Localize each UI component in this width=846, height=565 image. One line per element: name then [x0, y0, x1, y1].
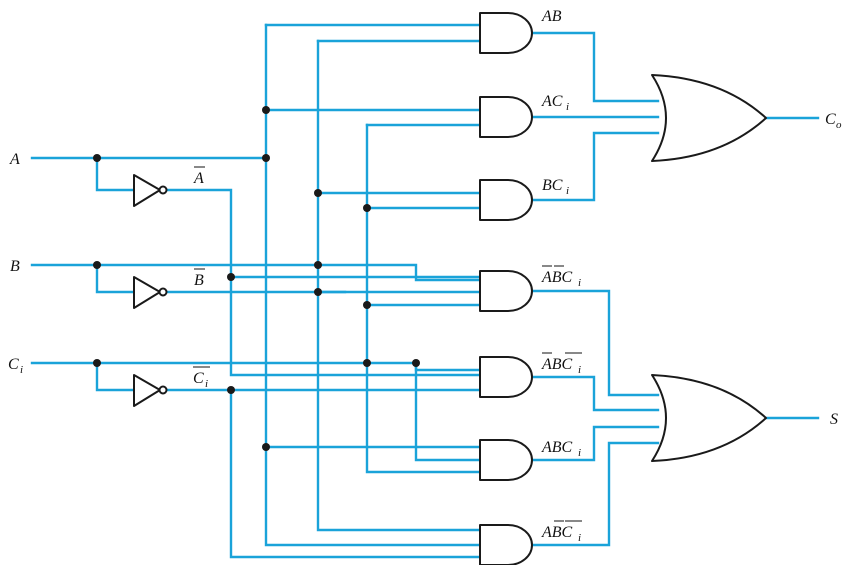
ci-bar-label-group: C i: [193, 366, 210, 390]
wire-a-to-inverter: [95, 156, 136, 192]
term-4-subscript: i: [578, 532, 581, 544]
wire-t4-to-or: [530, 441, 660, 547]
junction-b-abci: [412, 359, 420, 367]
and-gate-t1: [479, 270, 533, 312]
inverters: [133, 174, 168, 407]
and-gate-t3: [479, 439, 533, 481]
term-3-label: ABC: [541, 439, 573, 456]
and-gate-t4: [479, 524, 533, 565]
and-gate-ab: [479, 12, 533, 54]
wire-b-to-abci: [414, 361, 482, 462]
carry-out-subscript: o: [836, 119, 842, 131]
wire-b-to-inverter: [95, 263, 136, 294]
input-a-label: A: [9, 151, 20, 168]
term-2-subscript: i: [578, 364, 581, 376]
wire-ci-bar-to-t4: [229, 388, 482, 559]
sum-out-label: S: [830, 411, 838, 428]
term-1-subscript: i: [578, 277, 581, 289]
term-2-label-group: ABC i: [541, 352, 582, 376]
wire-ab-to-or: [530, 31, 660, 103]
b-bar-label-group: B: [194, 268, 205, 289]
b-bar-label: B: [194, 272, 204, 289]
inverted-labels: A B C i: [193, 166, 210, 390]
junctions: [93, 106, 420, 451]
term-1-label-group: ABC i: [541, 265, 581, 289]
term-ab-label: AB: [541, 8, 562, 25]
wire-input-b: [30, 263, 482, 282]
term-1-label: ABC: [541, 269, 573, 286]
wire-t2-to-or: [530, 375, 660, 412]
or-gate-sum: [651, 374, 767, 462]
a-bar-label-group: A: [193, 166, 205, 187]
wire-ci-bus: [365, 123, 482, 474]
junction-b-t2: [314, 288, 322, 296]
junction-ci-bus: [363, 359, 371, 367]
input-ci-label: C: [8, 356, 19, 373]
junction-a-bus: [262, 154, 270, 162]
ci-bar-subscript: i: [205, 378, 208, 390]
carry-out-label: C: [825, 111, 836, 128]
junction-a-aci: [262, 106, 270, 114]
inverter-b: [133, 276, 168, 309]
term-bci-subscript: i: [566, 185, 569, 197]
and-gate-bci: [479, 179, 533, 221]
junction-ci-t1: [363, 301, 371, 309]
wire-a-bus: [264, 23, 482, 547]
and-gate-t2: [479, 356, 533, 398]
a-bar-label: A: [193, 170, 204, 187]
sum-term-labels: ABC i ABC i ABC i ABC i: [541, 265, 582, 544]
wires: [30, 23, 820, 559]
junction-a-abci: [262, 443, 270, 451]
term-aci-label: AC: [541, 93, 563, 110]
term-3-label-group: ABC i: [541, 439, 581, 459]
or-gate-carry: [651, 74, 767, 162]
ci-bar-label: C: [193, 370, 204, 387]
inverter-a: [133, 174, 168, 207]
output-labels: C o S: [825, 111, 842, 428]
term-2-label: ABC: [541, 356, 573, 373]
term-bci-label: BC: [542, 177, 563, 194]
input-b-label: B: [10, 258, 20, 275]
junction-b-bus: [314, 261, 322, 269]
wire-t3-to-or: [530, 425, 660, 462]
and-gates: [479, 12, 533, 565]
term-4-label: ABC: [541, 524, 573, 541]
inverter-ci: [133, 374, 168, 407]
term-aci-subscript: i: [566, 101, 569, 113]
junction-b-bci: [314, 189, 322, 197]
term-3-subscript: i: [578, 447, 581, 459]
input-labels: A B C i: [8, 151, 23, 376]
junction-ci-bar: [227, 386, 235, 394]
wire-t1-to-or: [530, 289, 660, 397]
wire-a-bar: [164, 188, 482, 377]
wire-bci-to-or: [530, 131, 660, 202]
input-ci-subscript: i: [20, 364, 23, 376]
or-gates: [651, 74, 767, 462]
junction-a-bar: [227, 273, 235, 281]
junction-b-inv: [93, 261, 101, 269]
junction-ci-bci: [363, 204, 371, 212]
wire-ci-to-inverter: [95, 361, 136, 392]
junction-a-inv: [93, 154, 101, 162]
junction-ci-inv: [93, 359, 101, 367]
term-4-label-group: ABC i: [541, 520, 582, 544]
and-gate-aci: [479, 96, 533, 138]
carry-term-labels: AB AC i BC i: [541, 8, 569, 197]
wire-b-bus: [316, 39, 482, 532]
